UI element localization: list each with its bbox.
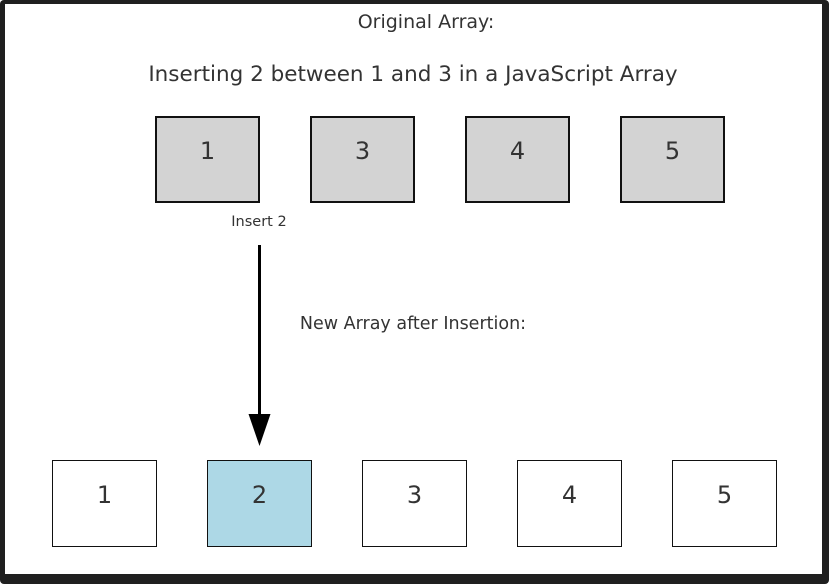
original-array-cell-0: 1 — [155, 116, 260, 203]
cell-value: 3 — [354, 137, 371, 166]
new-array-cell-4: 5 — [672, 460, 777, 547]
cell-value: 1 — [199, 137, 216, 166]
original-array-caption: Original Array: — [357, 11, 495, 33]
new-array-cell-2: 3 — [362, 460, 467, 547]
insert-down-arrow-icon — [248, 245, 271, 446]
insert-annotation-label: Insert 2 — [231, 214, 287, 230]
original-array-cell-2: 4 — [465, 116, 570, 203]
figure-title: Inserting 2 between 1 and 3 in a JavaScr… — [148, 62, 678, 87]
new-array-caption: New Array after Insertion: — [299, 314, 527, 334]
cell-value: 1 — [96, 481, 113, 510]
original-array-cell-3: 5 — [620, 116, 725, 203]
new-array-cell-0: 1 — [52, 460, 157, 547]
cell-value: 4 — [509, 137, 526, 166]
figure-canvas: Original Array: Inserting 2 between 1 an… — [5, 4, 822, 574]
cell-value: 3 — [406, 481, 423, 510]
cell-value: 5 — [664, 137, 681, 166]
new-array-cell-3: 4 — [517, 460, 622, 547]
new-array-cell-1-inserted: 2 — [207, 460, 312, 547]
cell-value: 2 — [251, 481, 268, 510]
cell-value: 4 — [561, 481, 578, 510]
original-array-cell-1: 3 — [310, 116, 415, 203]
cell-value: 5 — [716, 481, 733, 510]
